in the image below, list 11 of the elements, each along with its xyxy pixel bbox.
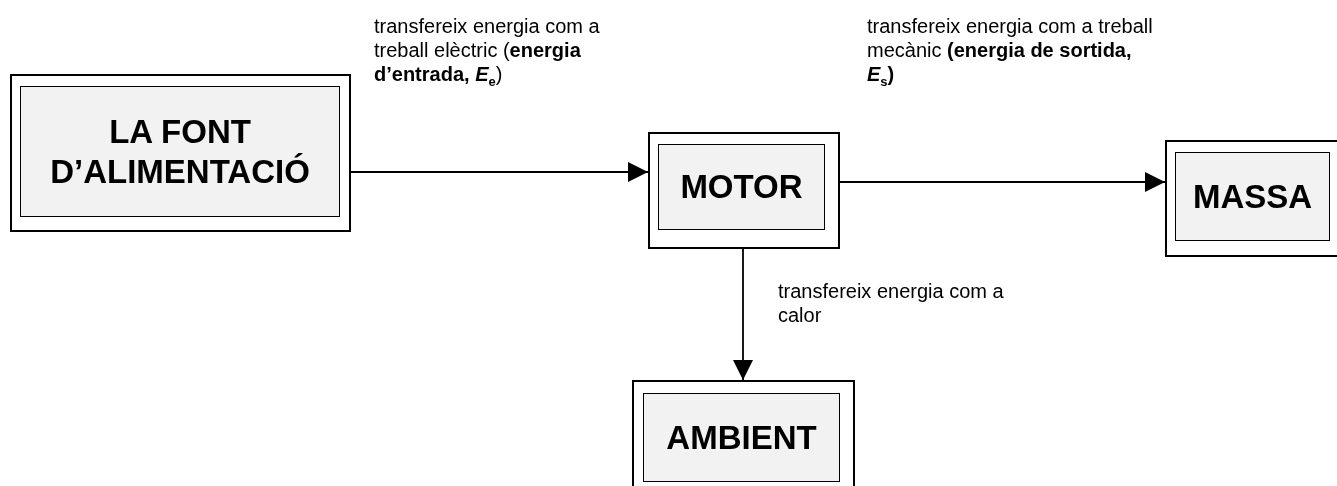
process-box — [632, 380, 855, 486]
process-box — [10, 74, 351, 232]
arrow — [350, 162, 649, 182]
box-label: AMBIENT — [666, 417, 817, 458]
arrow — [839, 172, 1166, 192]
box-label: MASSA — [1192, 176, 1313, 217]
process-box — [1165, 140, 1337, 257]
process-box — [648, 132, 840, 249]
arrow — [733, 248, 753, 381]
box-label: LA FONT D’ALIMENTACIÓ — [49, 111, 311, 192]
box-label: MOTOR — [680, 167, 803, 207]
